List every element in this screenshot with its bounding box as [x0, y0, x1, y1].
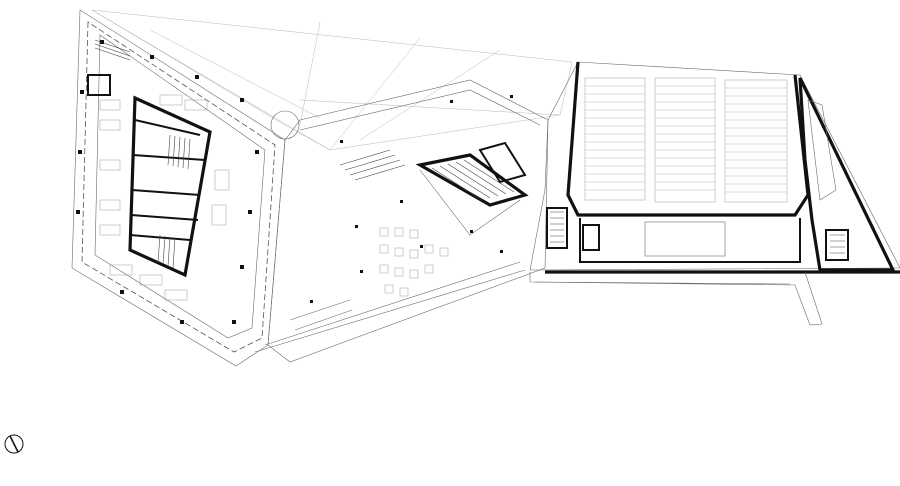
stage [644, 221, 726, 257]
lift-west [582, 224, 600, 251]
service-box [87, 74, 111, 96]
central-atrium [254, 79, 549, 363]
east-triangle-wing [798, 77, 896, 272]
structural-columns [76, 40, 513, 324]
west-office-wing [71, 9, 286, 367]
atrium-stair [415, 153, 529, 207]
office-core [128, 95, 212, 278]
roof-canopy-lines [91, 9, 573, 151]
auditorium [529, 61, 900, 274]
north-arrow-icon [4, 434, 24, 454]
south-ramp [529, 271, 823, 326]
rotunda-circle [270, 110, 300, 140]
east-core [825, 229, 849, 261]
lift-shaft [478, 141, 527, 184]
west-stair [546, 207, 568, 249]
